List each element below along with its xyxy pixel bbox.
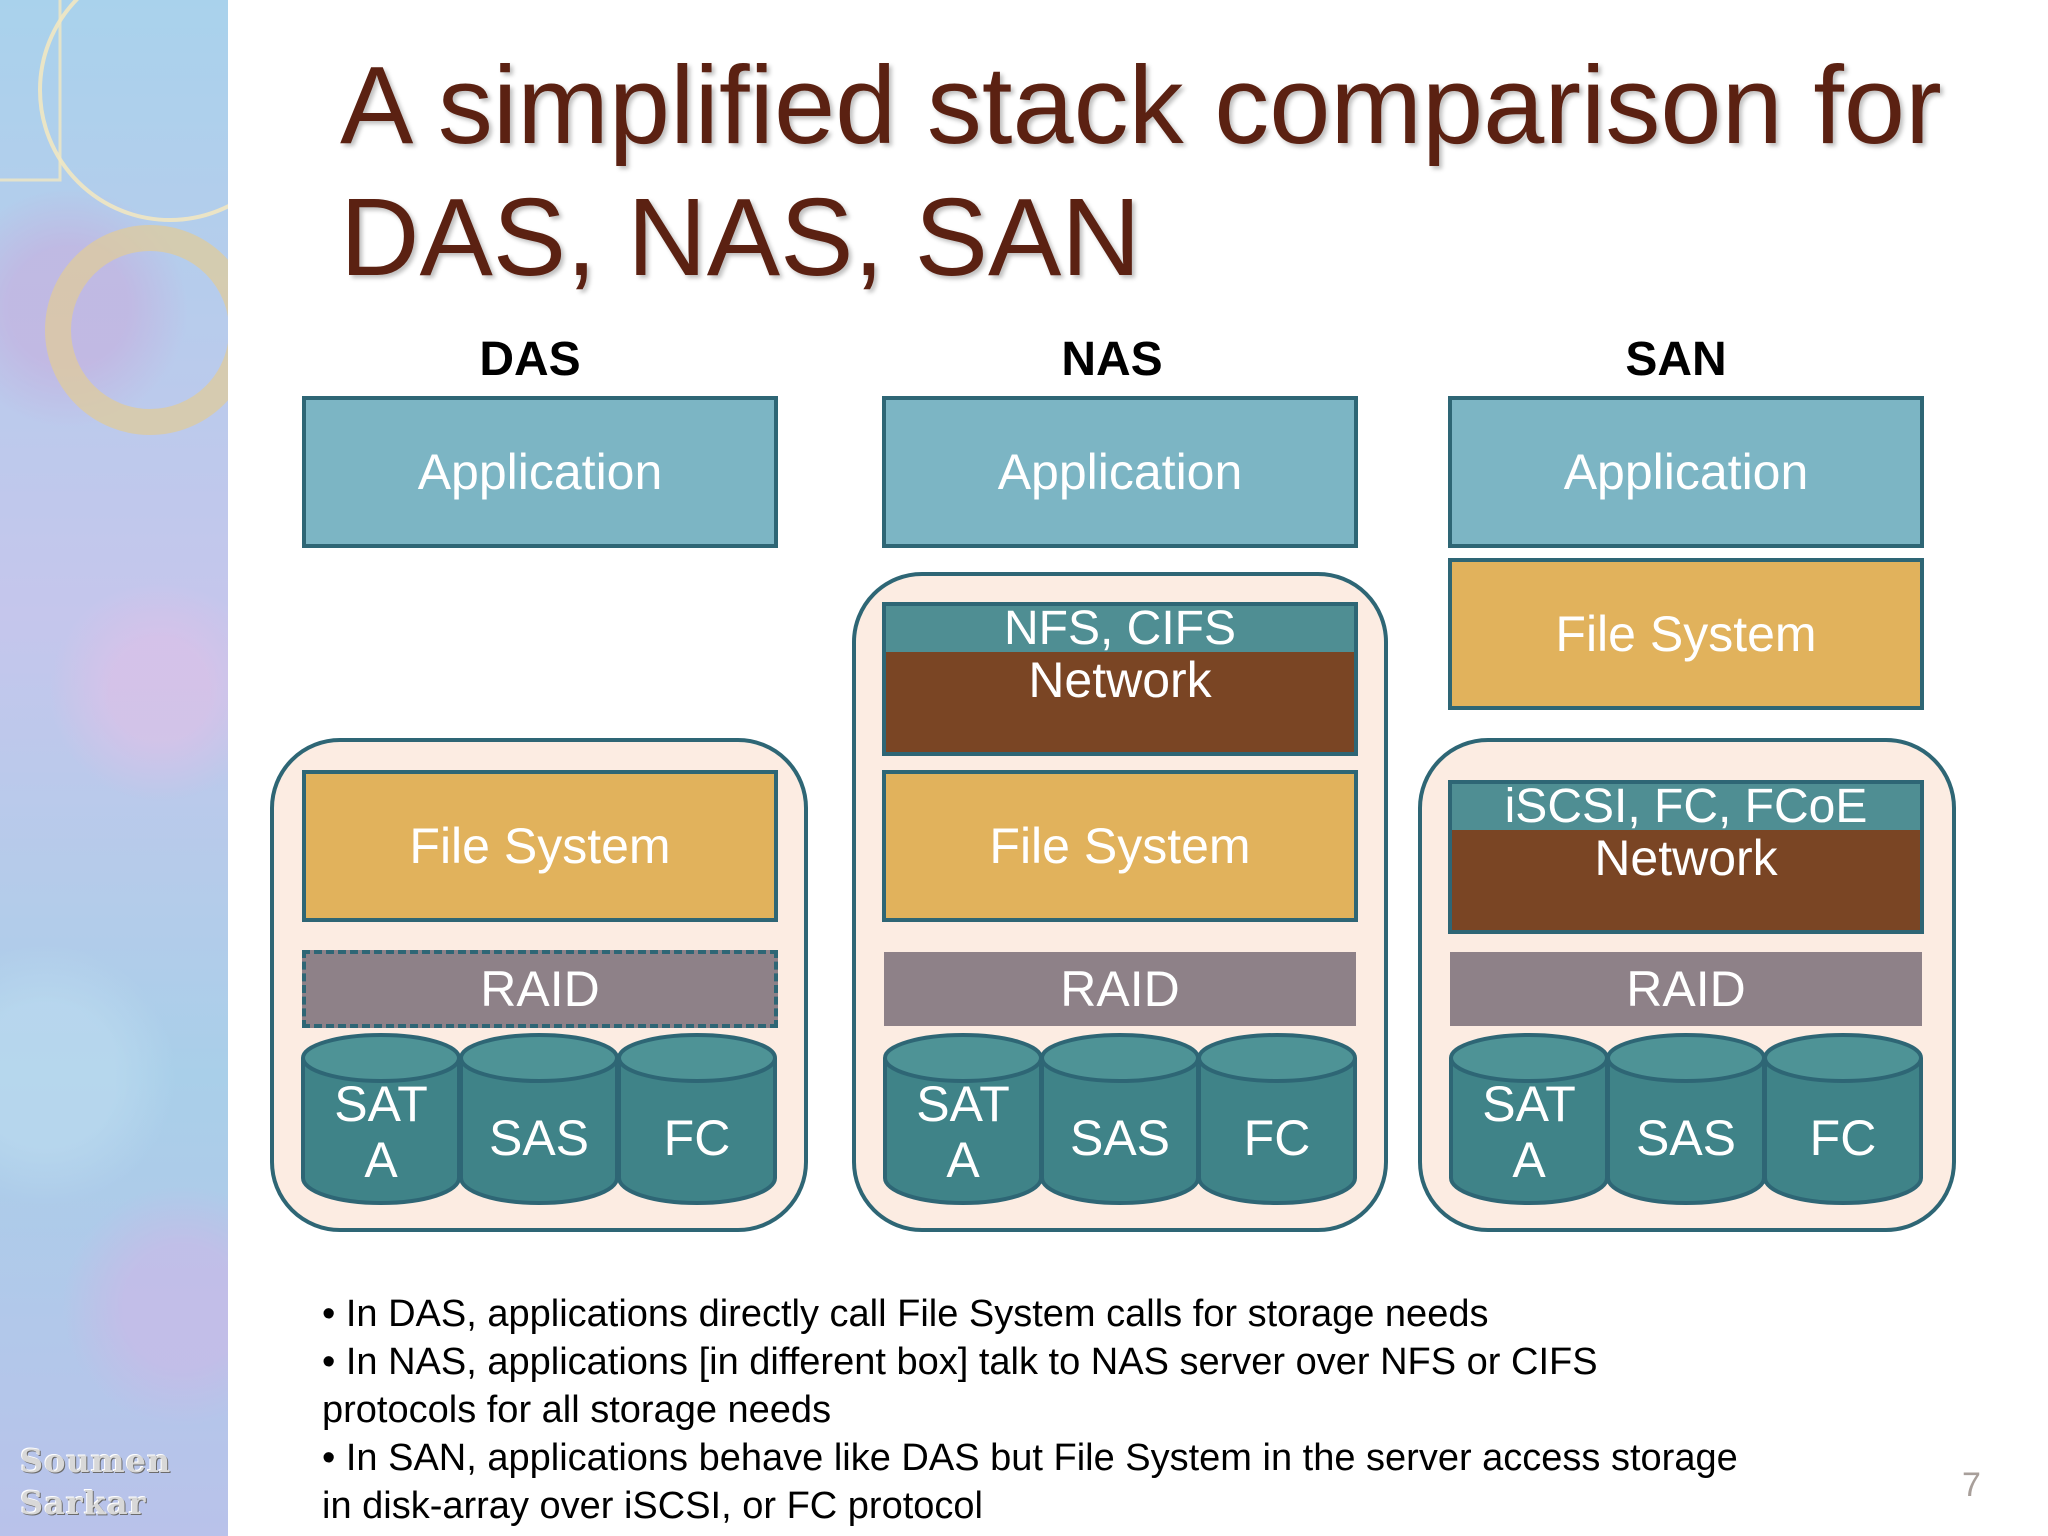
nas-application-layer: Application — [882, 396, 1358, 548]
san-network-layer: iSCSI, FC, FCoE Network — [1448, 780, 1924, 934]
note-nas: • In NAS, applications [in different box… — [322, 1341, 1598, 1431]
das-application-label: Application — [417, 444, 663, 500]
san-protocol-label: iSCSI, FC, FCoE — [1452, 783, 1920, 831]
disk-label: SAS — [1069, 1110, 1171, 1166]
das-disk-fc: FC — [616, 1032, 778, 1208]
nas-protocol-label: NFS, CIFS — [886, 605, 1354, 653]
san-disk-fc: FC — [1762, 1032, 1924, 1208]
san-raid-label: RAID — [1626, 961, 1746, 1017]
san-application-label: Application — [1563, 444, 1809, 500]
das-label: DAS — [479, 333, 581, 386]
das-application-layer: Application — [302, 396, 778, 548]
nas-network-label: Network — [1028, 652, 1212, 708]
nas-disk-fc: FC — [1196, 1032, 1358, 1208]
disk-label: FC — [1243, 1110, 1311, 1166]
decorative-rings — [0, 0, 228, 435]
san-label: SAN — [1625, 333, 1727, 386]
san-raid-layer: RAID — [1450, 952, 1922, 1026]
das-file-system-layer: File System — [302, 770, 778, 922]
das-raid-label: RAID — [480, 961, 600, 1017]
das-file-system-label: File System — [409, 818, 671, 874]
note-das: • In DAS, applications directly call Fil… — [322, 1293, 1489, 1335]
disk-label: SAS — [488, 1110, 590, 1166]
san-application-layer: Application — [1448, 396, 1924, 548]
nas-label: NAS — [1061, 333, 1163, 386]
san-network-label: Network — [1594, 830, 1778, 886]
disk-label: SAS — [1635, 1110, 1737, 1166]
nas-disk-sas: SAS — [1039, 1032, 1201, 1208]
san-disk-sas: SAS — [1605, 1032, 1767, 1208]
page-number: 7 — [1962, 1466, 1981, 1504]
note-san: • In SAN, applications behave like DAS b… — [322, 1437, 1738, 1527]
notes: • In DAS, applications directly call Fil… — [322, 1290, 1762, 1530]
nas-application-label: Application — [997, 444, 1243, 500]
san-file-system-label: File System — [1555, 606, 1817, 662]
das-disk-sas: SAS — [458, 1032, 620, 1208]
nas-file-system-layer: File System — [882, 770, 1358, 922]
das-raid-layer: RAID — [302, 950, 778, 1028]
san-file-system-layer: File System — [1448, 558, 1924, 710]
nas-file-system-label: File System — [989, 818, 1251, 874]
disk-label: FC — [663, 1110, 731, 1166]
nas-network-layer: NFS, CIFS Network — [882, 602, 1358, 756]
nas-raid-layer: RAID — [884, 952, 1356, 1026]
disk-label: FC — [1809, 1110, 1877, 1166]
nas-raid-label: RAID — [1060, 961, 1180, 1017]
